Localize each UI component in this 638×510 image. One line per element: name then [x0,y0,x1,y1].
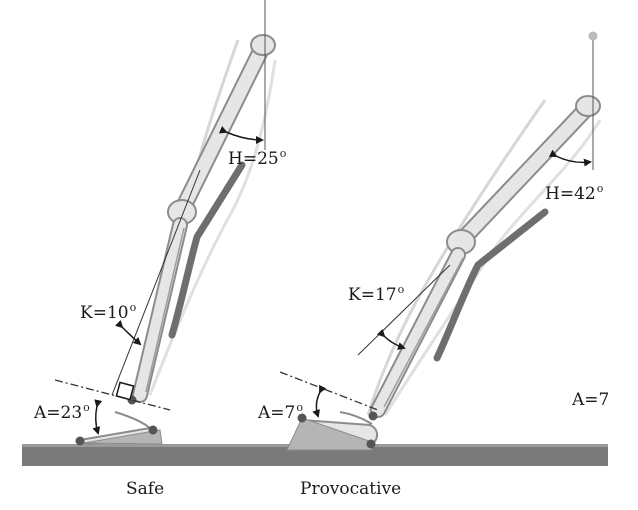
safe-toe-dot [75,436,85,446]
prov-ankle-dot [368,411,378,421]
prov-knee-angle-label: K=17o [348,283,405,305]
side-ankle-label: A=7 [572,390,610,410]
safe-knee-angle-label: K=10o [80,301,137,323]
prov-ankle-dashdot [279,371,379,411]
prov-hip-angle-arc [548,149,592,167]
prov-heel-dot [366,439,376,449]
prov-knee-angle-arc [376,328,406,350]
caption-provocative: Provocative [300,479,402,499]
safe-hip-joint [250,34,276,56]
provocative-leg [279,31,602,451]
safe-muscle-bar [168,161,246,339]
safe-heel-dot [148,425,158,435]
prov-toe-dot [297,413,307,423]
safe-ankle-dashdot [54,379,171,411]
safe-wedge [83,429,163,445]
prov-ankle-angle-label: A=7o [258,401,303,423]
safe-hip-angle-label: H=25o [228,147,287,169]
caption-safe: Safe [126,479,165,499]
safe-shank-reference [111,169,201,396]
prov-hip-joint [575,95,601,117]
prov-hip-angle-label: H=42o [545,182,604,204]
safe-hip-angle-arc [218,125,264,144]
safe-leg [54,0,277,446]
prov-skin-outline-back [383,119,602,416]
ground-floor [22,444,608,466]
prov-muscle-bar [433,208,549,362]
prov-shank-reference [357,264,451,356]
prov-skin-outline [366,99,547,416]
safe-ankle-angle-label: A=23o [34,401,90,423]
prov-hip-marker [588,31,598,41]
safe-ankle-angle-arc [92,399,103,435]
safe-right-angle-box [115,381,135,401]
prov-ankle-angle-arc [312,384,327,418]
safe-knee-angle-arc [114,319,142,346]
